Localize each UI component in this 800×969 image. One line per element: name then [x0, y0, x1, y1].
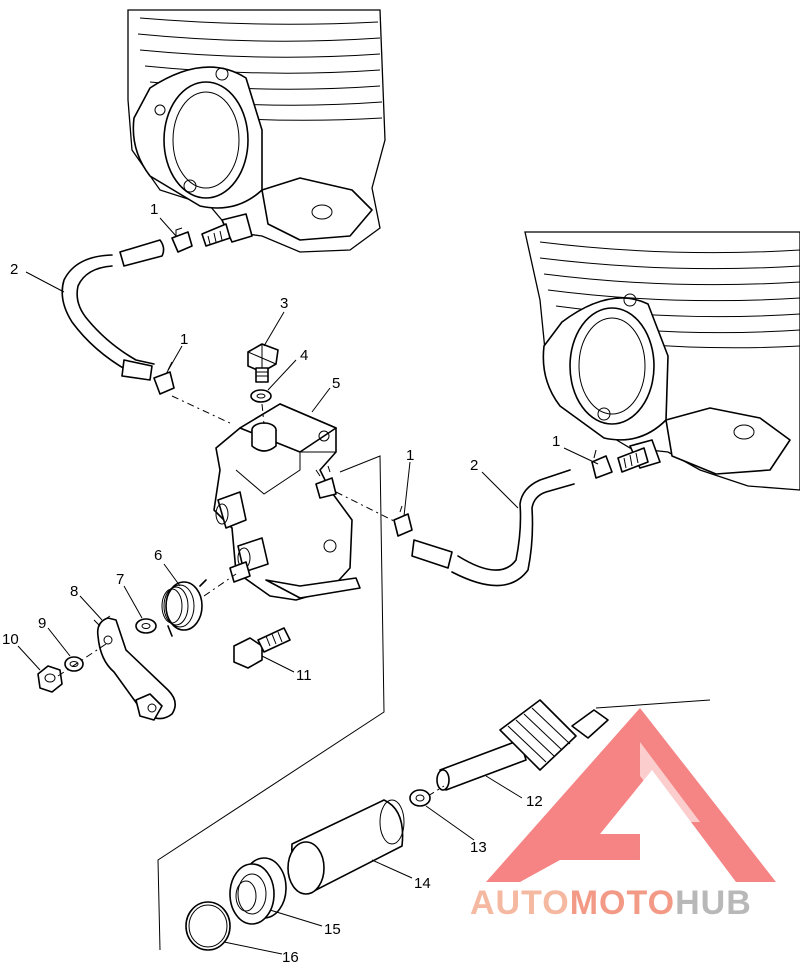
thrust-washer: [409, 789, 431, 807]
center-line-5: [57, 643, 107, 677]
callout-6: 6: [154, 547, 162, 564]
callout-11: 11: [296, 667, 312, 684]
leader-lines: [17, 217, 599, 955]
callout-5: 5: [332, 375, 340, 392]
callout-1: 1: [552, 433, 560, 450]
shaft-sleeve: [287, 799, 405, 895]
retaining-ring: [185, 901, 231, 951]
callout-1: 1: [150, 201, 158, 218]
center-line-4: [203, 573, 237, 597]
lock-nut: [37, 665, 63, 693]
sealing-washer: [250, 389, 272, 403]
engine-cylinder-left: [127, 9, 386, 253]
triangle-logo-icon: [486, 708, 776, 882]
watermark-logo: [486, 708, 776, 882]
callout-14: 14: [414, 875, 431, 892]
callout-8: 8: [70, 583, 78, 600]
callout-9: 9: [38, 615, 46, 632]
callout-4: 4: [300, 347, 308, 364]
mounting-bolt: [233, 627, 291, 669]
oil-pump-body: [213, 403, 361, 601]
hose-2-left: [61, 239, 165, 381]
callout-7: 7: [116, 571, 124, 588]
hose-clamp-1d: [393, 505, 413, 537]
washer-7: [135, 618, 157, 634]
callout-2: 2: [10, 261, 18, 278]
control-lever: [93, 615, 176, 721]
callout-labels: 1 2 1 3 4 5 1 1 2 6 7 8 9 10 11 12 13 14…: [2, 201, 560, 966]
center-line-2: [335, 491, 397, 523]
center-line-6: [427, 785, 445, 797]
exploded-view-bracket: [157, 455, 385, 951]
callout-10: 10: [2, 631, 19, 648]
banjo-screw: [247, 343, 279, 383]
callout-3: 3: [280, 295, 288, 312]
fitting-upper-left: [201, 223, 231, 247]
callout-15: 15: [324, 921, 341, 938]
drive-gear-shaft: [436, 699, 711, 791]
return-spring: [161, 579, 207, 637]
hose-2-right: [411, 469, 575, 587]
center-line-1: [171, 395, 233, 425]
washer-9: [64, 656, 84, 672]
center-line-3: [261, 403, 265, 425]
callout-2: 2: [470, 457, 478, 474]
oil-seal: [229, 857, 287, 925]
watermark-text: AUTOMOTOHUB: [470, 884, 752, 922]
hose-clamp-1c: [591, 449, 613, 479]
callout-1: 1: [180, 331, 188, 348]
callout-13: 13: [470, 839, 487, 856]
callout-12: 12: [526, 793, 543, 810]
engine-cylinder-right: [524, 231, 800, 491]
hose-clamp-1b: [153, 361, 175, 395]
callout-16: 16: [282, 949, 299, 964]
callout-1: 1: [406, 447, 414, 464]
hose-clamp-1a: [171, 227, 193, 253]
fitting-right: [617, 447, 649, 473]
